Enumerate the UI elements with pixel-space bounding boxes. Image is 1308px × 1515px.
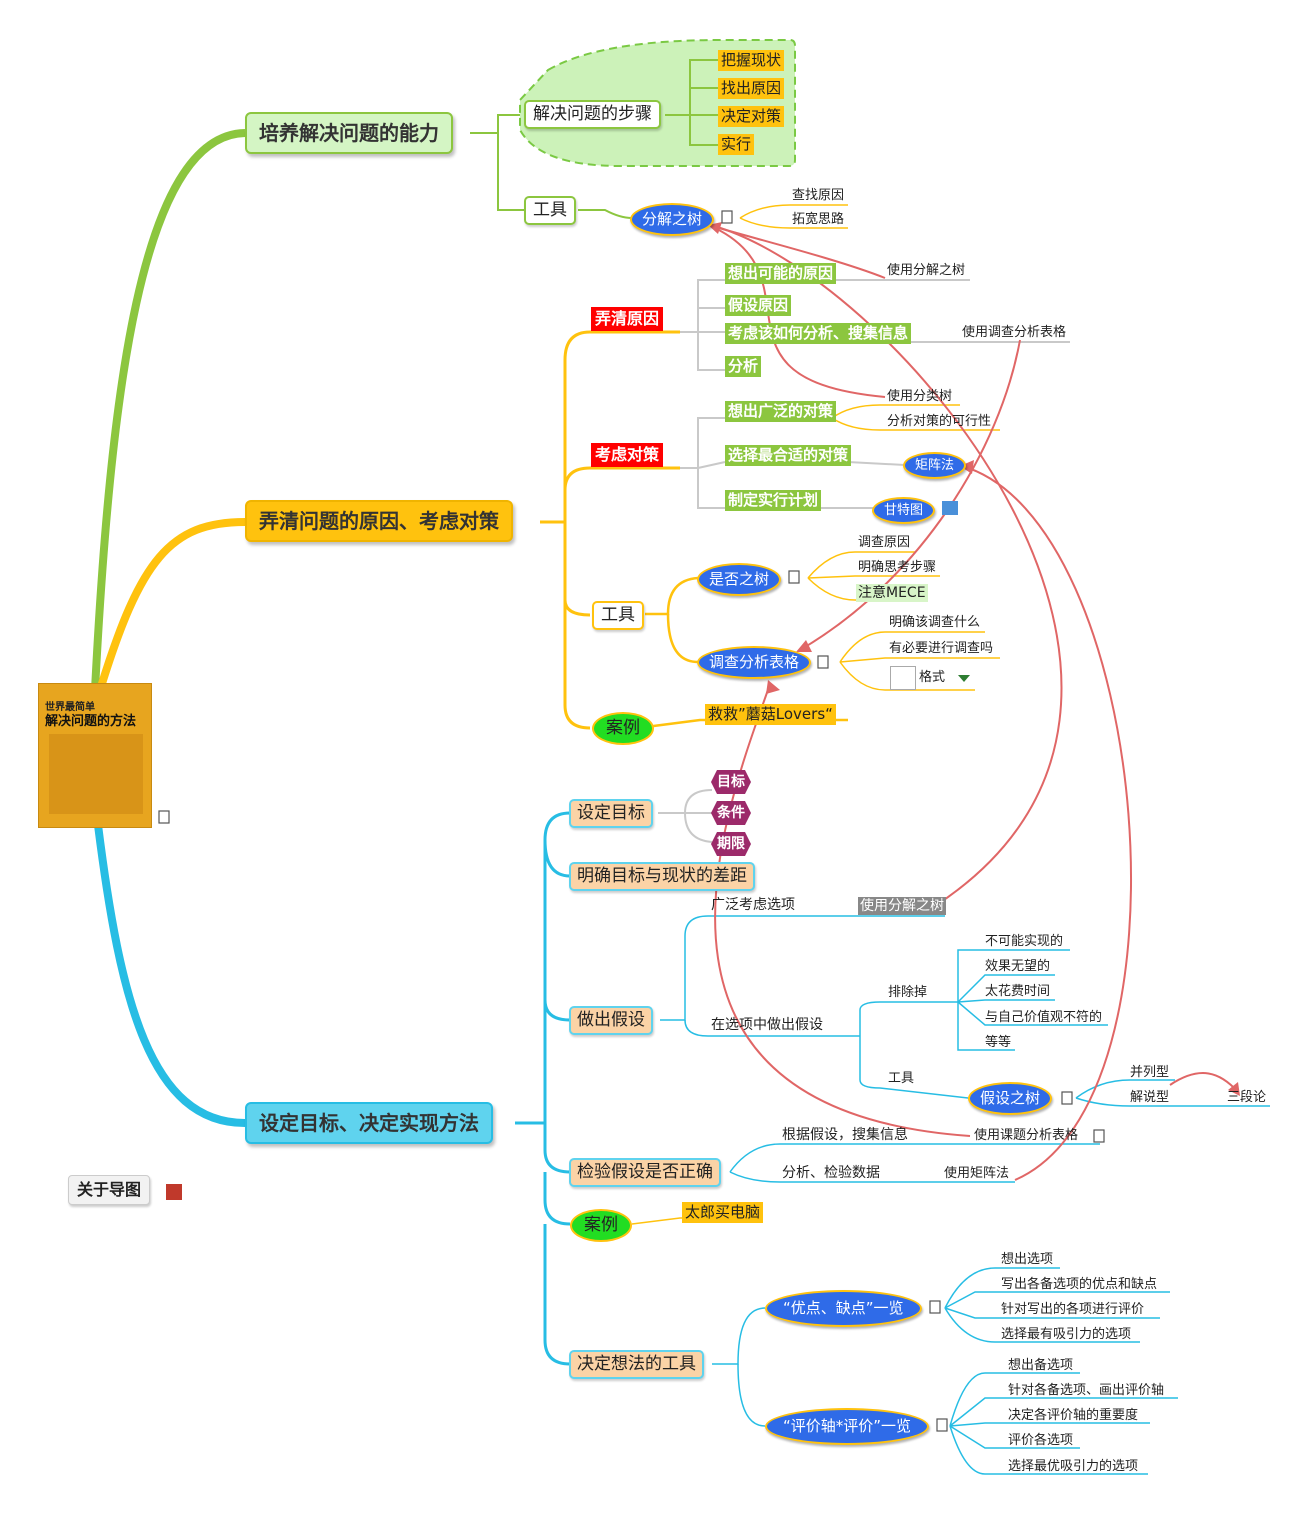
gap-node[interactable]: 明确目标与现状的差距 [569,862,755,891]
note-item[interactable]: 查找原因 [792,188,845,203]
trunk-to-branch1 [91,129,246,691]
yesno-item[interactable]: 注意MECE [856,584,928,602]
exclude-item[interactable]: 等等 [985,1035,1012,1050]
cause-item[interactable]: 假设原因 [725,295,792,316]
case-text[interactable]: 救救”蘑菇Lovers“ [705,704,836,725]
hypothesis-node[interactable]: 做出假设 [569,1006,653,1035]
decomposition-tree-node[interactable]: 分解之树 [630,203,715,236]
step-item[interactable]: 实行 [718,134,755,155]
measure-item[interactable]: 选择最合适的对策 [725,445,852,466]
collect-info[interactable]: 根据假设，搜集信息 [782,1127,908,1143]
cause-item[interactable]: 分析 [725,356,762,377]
map-icon[interactable] [166,1184,182,1200]
measure-node[interactable]: 考虑对策 [591,443,664,467]
tool-node[interactable]: 工具 [888,1071,915,1086]
book-title: 解决问题的方法 [45,714,137,729]
measure-item[interactable]: 想出广泛的对策 [725,401,837,422]
yes-no-tree-node[interactable]: 是否之树 [697,563,782,596]
case-node-2[interactable]: 案例 [570,1209,632,1242]
exclude-item[interactable]: 不可能实现的 [985,934,1064,949]
hypothesis-tree-node[interactable]: 假设之树 [968,1082,1053,1115]
matrix-node[interactable]: 矩阵法 [903,452,967,479]
evaluation-axis-node[interactable]: “评价轴*评价”一览 [765,1408,930,1445]
axis-item[interactable]: 想出备选项 [1008,1358,1074,1373]
pros-item[interactable]: 针对写出的各项进行评价 [1001,1302,1145,1317]
step-item[interactable]: 找出原因 [718,78,785,99]
goal-item[interactable]: 期限 [711,832,751,856]
axis-item[interactable]: 选择最优吸引力的选项 [1008,1459,1139,1474]
gantt-node[interactable]: 甘特图 [872,497,936,524]
relation-label[interactable]: 使用分解之树 [887,263,966,278]
cause-item[interactable]: 想出可能的原因 [725,263,837,284]
book-illustration [49,734,143,814]
survey-item[interactable]: 格式 [919,670,946,685]
verify-node[interactable]: 检验假设是否正确 [569,1158,721,1187]
exclude-item[interactable]: 太花费时间 [985,984,1051,999]
exclude-item[interactable]: 效果无望的 [985,959,1051,974]
survey-item[interactable]: 明确该调查什么 [889,615,981,630]
analyze-data[interactable]: 分析、检验数据 [782,1165,880,1181]
relation-label[interactable]: 使用矩阵法 [944,1166,1010,1181]
axis-item[interactable]: 评价各选项 [1008,1433,1074,1448]
trunk-to-branch2 [96,518,246,692]
tools-node-2[interactable]: 工具 [592,601,644,630]
survey-table-node[interactable]: 调查分析表格 [697,646,812,679]
relation-label-selected[interactable]: 使用分解之树 [858,897,946,915]
branch-ability-title[interactable]: 培养解决问题的能力 [245,112,453,154]
tools-node[interactable]: 工具 [524,196,576,225]
note-item[interactable]: 分析对策的可行性 [887,414,992,429]
type-item[interactable]: 并列型 [1130,1065,1170,1080]
cause-node[interactable]: 弄清原因 [591,307,664,331]
relation-arc [799,339,1021,651]
cause-item[interactable]: 考虑该如何分析、搜集信息 [725,323,912,344]
relation-label[interactable]: 使用调查分析表格 [962,325,1067,340]
choose-options[interactable]: 在选项中做出假设 [711,1017,823,1033]
table-icon[interactable] [890,666,916,690]
set-goal-node[interactable]: 设定目标 [569,799,653,828]
central-topic-book-cover[interactable]: 世界最简单 解决问题的方法 [38,683,152,828]
note-item[interactable]: 拓宽思路 [792,212,845,227]
note-item[interactable]: 使用分类树 [887,389,953,404]
relation-label[interactable]: 使用课题分析表格 [974,1128,1079,1143]
about-map-button[interactable]: 关于导图 [68,1175,151,1205]
broad-options[interactable]: 广泛考虑选项 [711,897,795,913]
step-item[interactable]: 决定对策 [718,106,785,127]
syllogism-node[interactable]: 三段论 [1227,1090,1267,1105]
case-text-2[interactable]: 太郎买电脑 [682,1202,764,1223]
trunk-to-branch3 [94,824,246,1127]
chevron-down-icon[interactable] [958,675,970,682]
axis-item[interactable]: 决定各评价轴的重要度 [1008,1408,1139,1423]
pros-item[interactable]: 写出各备选项的优点和缺点 [1001,1277,1158,1292]
survey-item[interactable]: 有必要进行调查吗 [889,641,994,656]
measure-item[interactable]: 制定实行计划 [725,490,822,511]
yesno-item[interactable]: 明确思考步骤 [858,560,937,575]
goal-item[interactable]: 条件 [711,801,751,825]
branch-cause-title[interactable]: 弄清问题的原因、考虑对策 [245,500,513,542]
type-item[interactable]: 解说型 [1130,1090,1170,1105]
relation-arc [961,465,1132,1181]
pros-item[interactable]: 想出选项 [1001,1252,1054,1267]
pros-cons-node[interactable]: “优点、缺点”一览 [765,1290,922,1327]
decide-tools-node[interactable]: 决定想法的工具 [569,1350,704,1379]
axis-item[interactable]: 针对各备选项、画出评价轴 [1008,1383,1165,1398]
steps-node[interactable]: 解决问题的步骤 [524,100,661,129]
case-node[interactable]: 案例 [592,712,654,745]
yesno-item[interactable]: 调查原因 [858,535,911,550]
relation-arc [714,683,971,1137]
exclude-node[interactable]: 排除掉 [888,985,928,1000]
gantt-icon[interactable] [942,501,958,515]
goal-item[interactable]: 目标 [711,770,751,794]
book-subtitle: 世界最简单 [45,702,95,713]
exclude-item[interactable]: 与自己价值观不符的 [985,1010,1103,1025]
pros-item[interactable]: 选择最有吸引力的选项 [1001,1327,1132,1342]
branch-goal-title[interactable]: 设定目标、决定实现方法 [245,1102,493,1144]
step-item[interactable]: 把握现状 [718,50,785,71]
